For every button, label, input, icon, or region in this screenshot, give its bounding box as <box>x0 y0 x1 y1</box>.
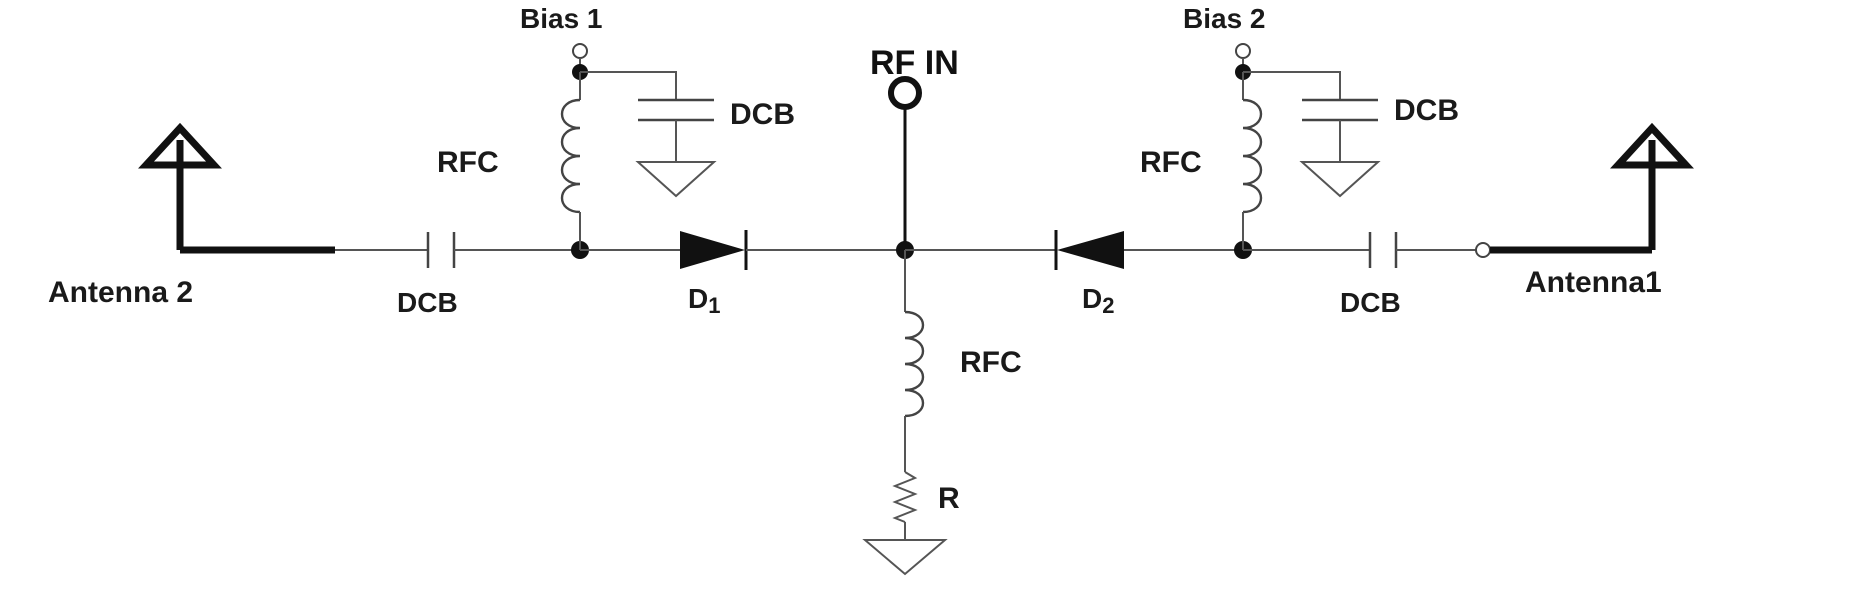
inductor-rfc-bias-2 <box>1242 98 1262 214</box>
inductor-rfc-center <box>904 310 924 418</box>
bias-2-terminal <box>1235 43 1251 59</box>
rf-in-terminal <box>888 76 922 110</box>
ground-bias-2 <box>1299 161 1381 198</box>
d2-label: D2 <box>1082 283 1114 318</box>
dcb-right-label: DCB <box>1340 287 1401 318</box>
capacitor-dcb-left <box>426 232 456 268</box>
d1-label: D1 <box>688 283 720 318</box>
bias-2-label: Bias 2 <box>1183 3 1266 34</box>
antenna-1-terminal <box>1475 242 1491 258</box>
dcb-left-label: DCB <box>397 287 458 318</box>
rfc-center-label: RFC <box>960 346 1022 379</box>
resistor-r <box>892 471 918 523</box>
rf-in-label: RF IN <box>870 44 959 82</box>
rfc-bias-1-label: RFC <box>437 146 499 179</box>
diode-d1 <box>680 230 748 270</box>
antenna-2-symbol <box>138 122 335 254</box>
bias-1-terminal <box>572 43 588 59</box>
diode-d2 <box>1054 230 1124 270</box>
capacitor-dcb-right <box>1368 232 1398 268</box>
capacitor-dcb-bias-2 <box>1302 98 1378 122</box>
dcb-bias-2-label: DCB <box>1394 94 1459 127</box>
rfc-bias-2-label: RFC <box>1140 146 1202 179</box>
inductor-rfc-bias-1 <box>561 98 581 214</box>
ground-center <box>862 539 948 576</box>
capacitor-dcb-bias-1 <box>638 98 714 122</box>
dcb-bias-1-label: DCB <box>730 98 795 131</box>
bias-1-label: Bias 1 <box>520 3 603 34</box>
ground-bias-1 <box>635 161 717 198</box>
antenna-1-symbol <box>1490 122 1694 254</box>
antenna-1-label: Antenna1 <box>1525 266 1662 299</box>
resistor-label: R <box>938 482 960 515</box>
antenna-2-label: Antenna 2 <box>48 276 193 309</box>
